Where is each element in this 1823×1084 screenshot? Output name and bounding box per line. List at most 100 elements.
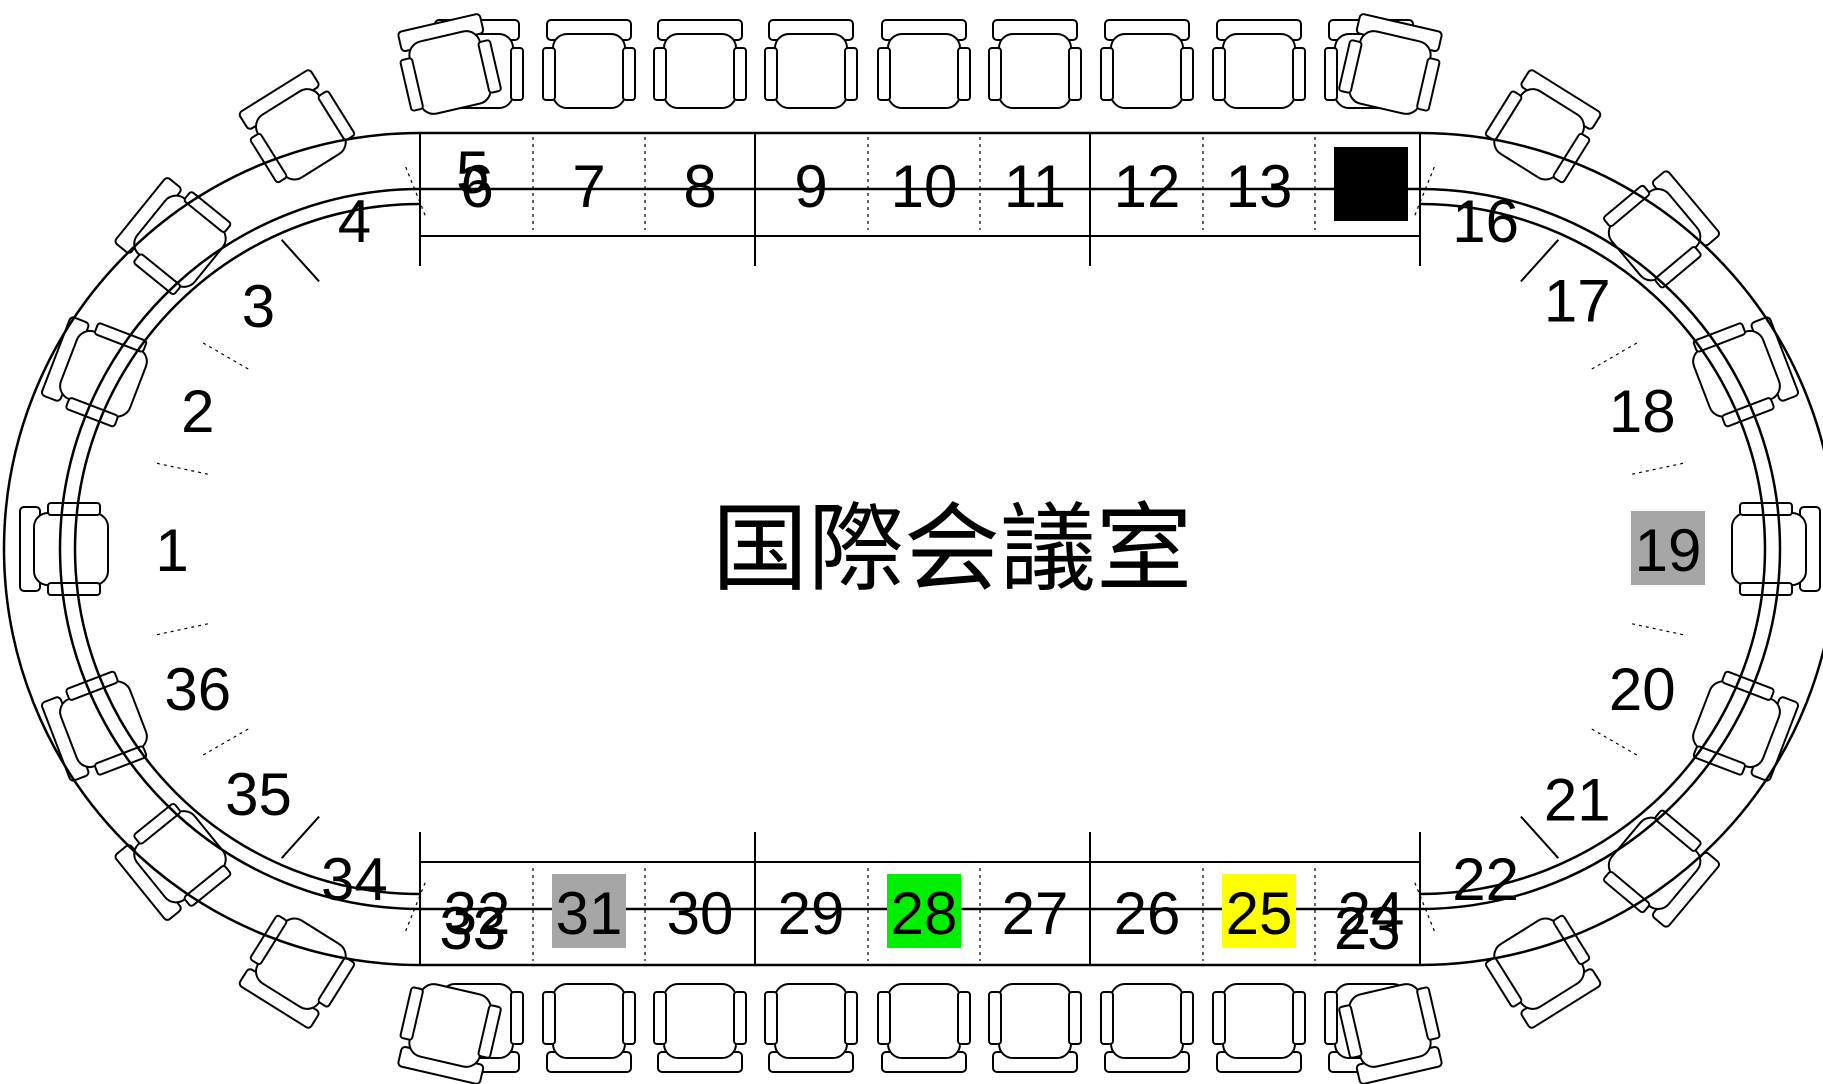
seat-13[interactable]: 13 <box>1226 153 1293 220</box>
seat-number: 28 <box>891 880 958 947</box>
seat-number: 22 <box>1452 846 1519 913</box>
room-title: 国際会議室 <box>712 493 1192 605</box>
chair <box>877 983 971 1073</box>
seat-number: 17 <box>1544 268 1611 335</box>
seat-separator <box>1414 163 1437 216</box>
seat-1[interactable]: 1 <box>155 517 188 584</box>
seat-11[interactable]: 11 <box>1004 153 1066 220</box>
seat-number: 33 <box>439 895 506 962</box>
seat-4[interactable]: 4 <box>338 188 371 255</box>
seat-number: 12 <box>1114 153 1181 220</box>
chair <box>1692 670 1800 782</box>
chair <box>1731 502 1821 596</box>
seat-10[interactable]: 10 <box>891 153 958 220</box>
seat-separator <box>403 163 426 216</box>
chair <box>1484 69 1602 184</box>
chair <box>1603 170 1721 289</box>
seat-number: 27 <box>1002 880 1069 947</box>
seat-6[interactable]: 6 <box>460 153 493 220</box>
seat-32[interactable]: 32 <box>444 880 511 947</box>
chair <box>1100 983 1194 1073</box>
seat-highlight <box>887 874 961 948</box>
seat-highlight <box>1222 874 1296 948</box>
chair <box>19 502 109 596</box>
chair <box>40 670 148 782</box>
seat-23[interactable]: 23 <box>1334 895 1401 962</box>
seat-5[interactable]: 5 <box>456 139 489 206</box>
chair <box>1212 983 1306 1073</box>
seat-number: 7 <box>572 153 605 220</box>
chair <box>40 316 148 428</box>
seat-number: 26 <box>1114 880 1181 947</box>
seat-20[interactable]: 20 <box>1609 656 1676 723</box>
seat-29[interactable]: 29 <box>778 880 845 947</box>
chair <box>1338 13 1443 115</box>
chair <box>1212 19 1306 109</box>
seat-separator <box>152 623 208 637</box>
seat-31[interactable]: 31 <box>552 874 626 948</box>
seat-28[interactable]: 28 <box>887 874 961 948</box>
seat-15[interactable]: 15 <box>1334 139 1401 206</box>
seat-7[interactable]: 7 <box>572 153 605 220</box>
chair <box>764 19 858 109</box>
seat-19[interactable]: 19 <box>1631 511 1705 585</box>
seat-21[interactable]: 21 <box>1544 766 1611 833</box>
seat-36[interactable]: 36 <box>164 656 231 723</box>
chair <box>238 914 356 1029</box>
seat-9[interactable]: 9 <box>794 153 827 220</box>
seat-18[interactable]: 18 <box>1609 378 1676 445</box>
chair <box>653 19 747 109</box>
seat-number: 2 <box>181 378 214 445</box>
seat-35[interactable]: 35 <box>225 761 292 828</box>
seat-separator <box>1520 815 1560 859</box>
seat-number: 8 <box>683 153 716 220</box>
chair <box>1484 914 1602 1029</box>
seat-number: 1 <box>155 517 188 584</box>
table-inner-lip <box>1419 202 1767 896</box>
seat-26[interactable]: 26 <box>1114 880 1181 947</box>
seat-separator <box>199 728 249 758</box>
seat-number: 4 <box>338 188 371 255</box>
seat-separator <box>152 461 208 475</box>
seat-12[interactable]: 12 <box>1114 153 1181 220</box>
seat-27[interactable]: 27 <box>1002 880 1069 947</box>
seat-8[interactable]: 8 <box>683 153 716 220</box>
seat-number: 14 <box>1338 153 1405 220</box>
seat-33[interactable]: 33 <box>439 895 506 962</box>
seat-number: 31 <box>556 880 623 947</box>
chair <box>653 983 747 1073</box>
seat-separator <box>1414 882 1437 935</box>
chair <box>397 983 502 1084</box>
seat-30[interactable]: 30 <box>667 880 734 947</box>
seat-25[interactable]: 25 <box>1222 874 1296 948</box>
seat-34[interactable]: 34 <box>321 846 388 913</box>
chair <box>988 19 1082 109</box>
seat-separator <box>1591 340 1641 370</box>
seat-number: 19 <box>1635 517 1702 584</box>
seat-number: 25 <box>1226 880 1293 947</box>
seat-number: 34 <box>321 846 388 913</box>
chair <box>1100 19 1194 109</box>
seat-highlight <box>552 874 626 948</box>
chair <box>542 983 636 1073</box>
seat-24[interactable]: 24 <box>1338 880 1405 947</box>
chair <box>114 802 232 921</box>
seat-2[interactable]: 2 <box>181 378 214 445</box>
seat-number: 16 <box>1452 188 1519 255</box>
seat-highlight <box>1334 147 1408 221</box>
seat-14[interactable]: 14 <box>1334 147 1408 221</box>
seat-3[interactable]: 3 <box>242 273 275 340</box>
seat-17[interactable]: 17 <box>1544 268 1611 335</box>
seat-16[interactable]: 16 <box>1452 188 1519 255</box>
seat-number: 30 <box>667 880 734 947</box>
seat-number: 9 <box>794 153 827 220</box>
seat-number: 35 <box>225 761 292 828</box>
chair <box>397 13 502 115</box>
seat-separator <box>199 340 249 370</box>
seat-number: 3 <box>242 273 275 340</box>
seat-number: 6 <box>460 153 493 220</box>
chair <box>114 177 232 296</box>
seat-22[interactable]: 22 <box>1452 846 1519 913</box>
chair <box>1692 316 1800 428</box>
